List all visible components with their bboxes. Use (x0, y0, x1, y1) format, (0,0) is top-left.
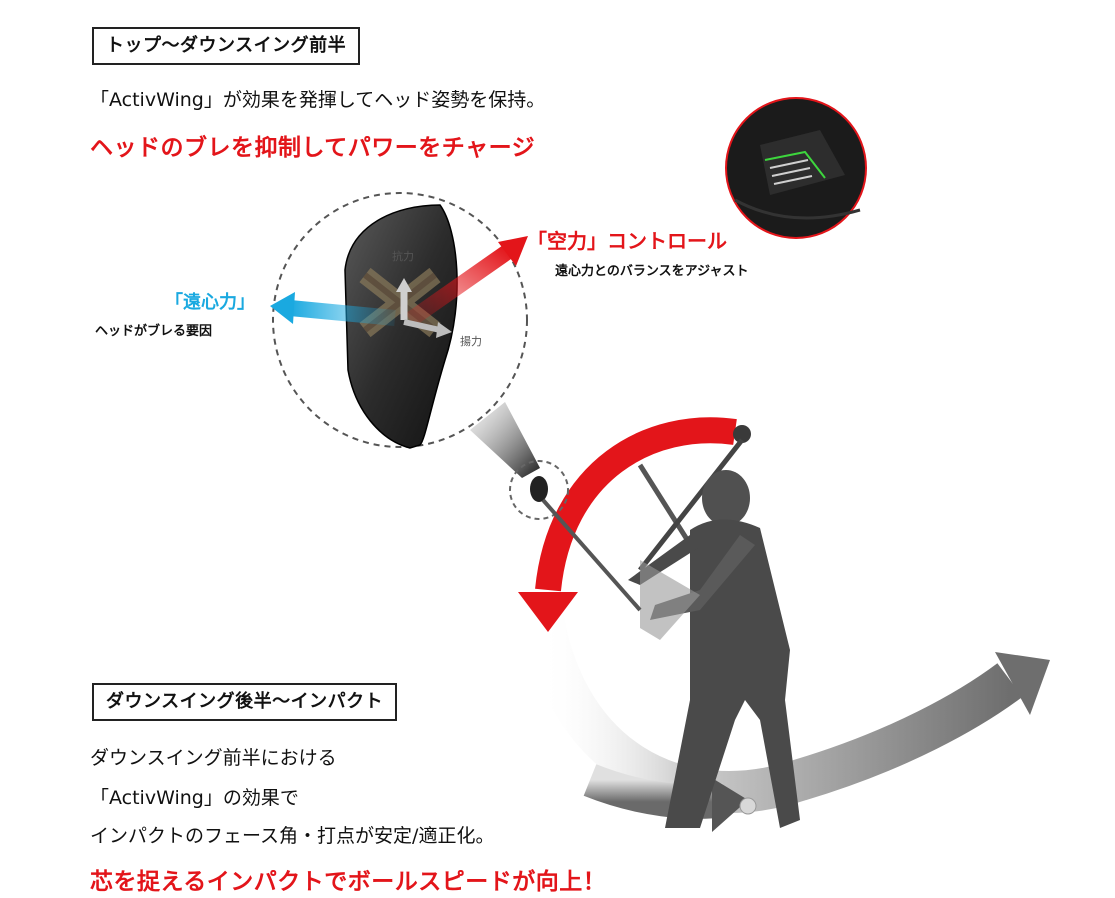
section1-title: トップ〜ダウンスイング前半 (92, 27, 361, 65)
club-head-icon (530, 476, 548, 502)
downswing-arrowhead-icon (518, 592, 578, 632)
zoom-beam (470, 402, 540, 478)
lift-label: 「空力」コントロール (527, 229, 727, 253)
centrifugal-desc: ヘッドがブレる要因 (95, 324, 213, 339)
section2-headline: 芯を捉えるインパクトでボールスピードが向上！ (90, 869, 607, 895)
section2-line1: ダウンスイング前半における (90, 747, 337, 769)
centrifugal-arrowhead-icon (270, 292, 295, 324)
lift-small-arrowhead-icon (436, 322, 452, 338)
section2-title: ダウンスイング後半〜インパクト (92, 683, 398, 721)
centrifugal-arrow (289, 300, 396, 326)
centrifugal-label: 「遠心力」 (165, 292, 255, 313)
club-shaft (541, 498, 642, 612)
lift-arrowhead-icon (498, 236, 528, 266)
section1-headline: ヘッドのブレを抑制してパワーをチャージ (90, 135, 536, 161)
activwing-zoom-icon (344, 204, 458, 449)
lift-desc: 遠心力とのバランスをアジャスト (555, 264, 749, 279)
impact-arrowhead-icon (712, 778, 748, 832)
section2-line2: 「ActivWing」の効果で (90, 787, 299, 809)
drag-arrowhead-icon (396, 278, 412, 292)
activwing-detail-icon (725, 97, 867, 239)
lift-small-arrow (403, 319, 441, 333)
downswing-arc (535, 417, 737, 592)
drag-label: 抗力 (392, 250, 414, 263)
golfer-silhouette-icon (628, 425, 800, 828)
lift-small-label: 揚力 (460, 335, 482, 348)
section1-description: 「ActivWing」が効果を発揮してヘッド姿勢を保持。 (90, 89, 546, 111)
follow-through-arrowhead-icon (995, 652, 1050, 715)
lift-arrow (405, 243, 515, 327)
section2-line3: インパクトのフェース角・打点が安定/適正化。 (90, 825, 495, 847)
club-zoom-target (509, 460, 569, 520)
